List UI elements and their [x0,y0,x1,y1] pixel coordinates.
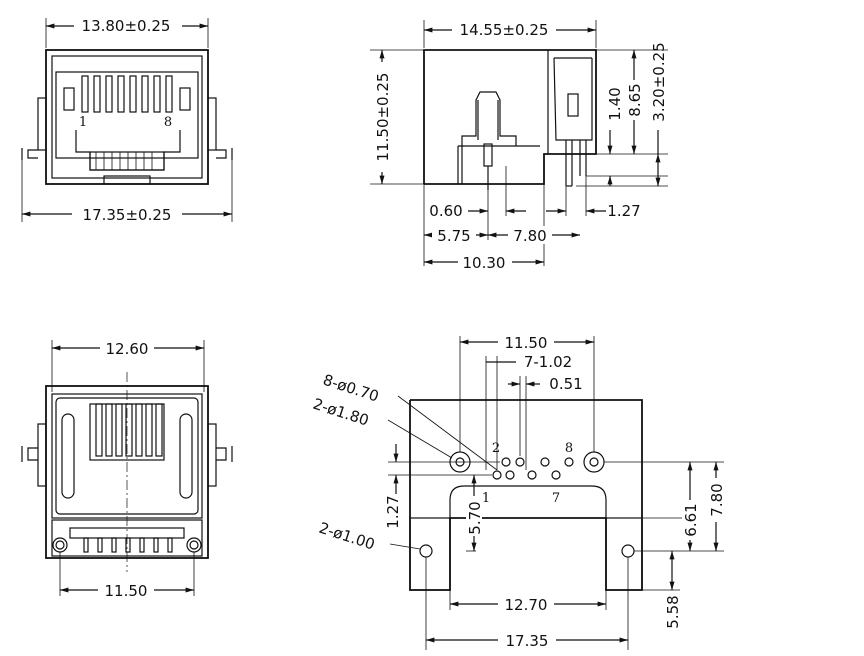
front-view: 13.80±0.25 1 [21,17,233,224]
dim-text: 0.60 [429,202,462,220]
dim-text: 7-1.02 [524,353,572,371]
dim-text: 13.80±0.25 [82,17,171,35]
dim-text: 12.70 [505,596,548,614]
pin-label: 2 [492,441,500,456]
dim-text: 10.30 [463,254,506,272]
dim-text: 5.58 [664,595,682,628]
dim-text: 12.60 [106,340,149,358]
pin-label: 8 [164,115,172,130]
dim-text: 17.35 [506,632,549,650]
pin-label: 7 [552,491,560,506]
dim-text: 5.75 [437,227,470,245]
dim-text: 17.35±0.25 [83,206,172,224]
dim-text: 1.40 [606,87,624,120]
contacts [81,75,173,113]
rear-view: 12.60 11.50 [21,339,233,600]
dim-text: 7.80 [513,227,546,245]
note-text: 2-ø1.00 [317,519,377,554]
dim-text: 8.65 [626,83,644,116]
dim-text: 0.51 [549,375,582,393]
dim-text: 14.55±0.25 [460,21,549,39]
dim-text: 6.61 [682,503,700,536]
pin-label: 1 [79,115,87,130]
dim-text: 1.27 [607,202,640,220]
pin-label: 8 [565,441,573,456]
dim-text: 11.50 [505,334,548,352]
pin-holes [492,457,574,480]
pin-label: 1 [482,491,490,506]
dim-text: 3.20±0.25 [650,42,668,121]
dim-text: 5.70 [466,501,484,534]
side-view: 14.55±0.25 11.50±0.25 1.40 [370,20,668,272]
dim-text: 1.27 [384,495,402,528]
dim-text: 11.50±0.25 [374,73,392,162]
dim-text: 11.50 [105,582,148,600]
dim-text: 7.80 [708,483,726,516]
pcb-footprint: 2 8 1 7 11.50 7-1.02 0.51 8-ø0.70 2-ø1.8… [311,333,726,650]
